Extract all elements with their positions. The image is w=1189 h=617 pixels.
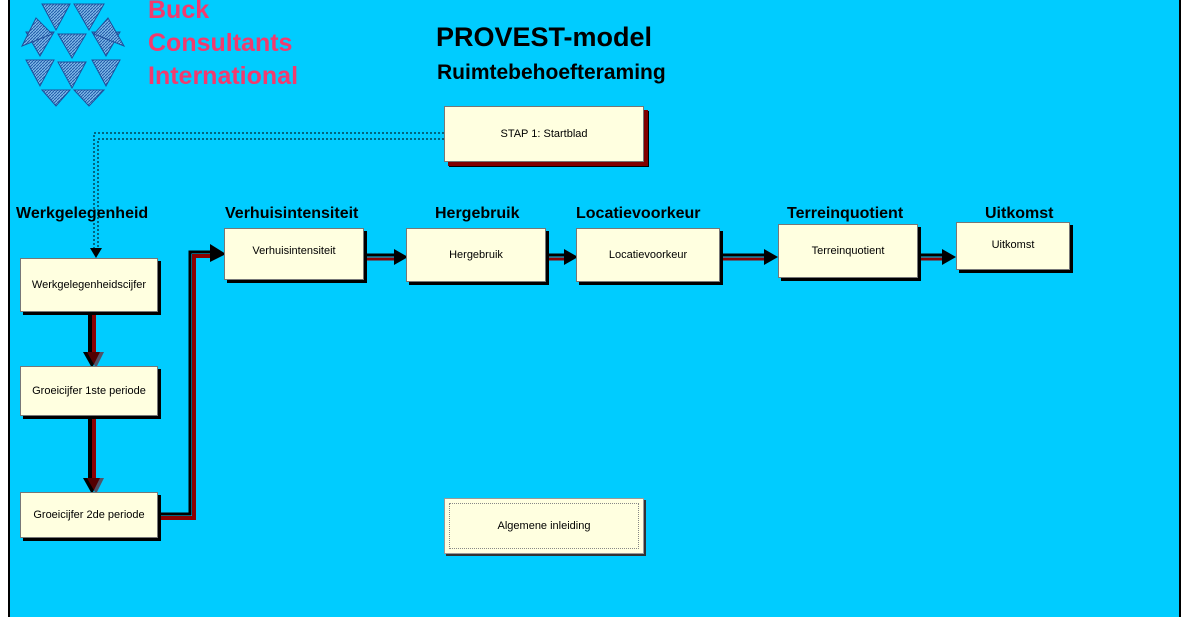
stap1-label: STAP 1: Startblad — [500, 128, 588, 140]
worksheet-canvas: Buck Consultants International PROVEST-m… — [8, 0, 1181, 617]
logo-line-international: International — [148, 62, 299, 90]
company-logo-text: Buck Consultants International — [148, 0, 298, 93]
algemene-inleiding-button[interactable]: Algemene inleiding — [444, 498, 644, 554]
groeicijfer-1ste-periode-button[interactable]: Groeicijfer 1ste periode — [20, 366, 158, 416]
heading-locatievoorkeur: Locatievoorkeur — [576, 205, 701, 222]
logo-line-buck: Buck — [148, 0, 210, 24]
logo-line-consultants: Consultants — [148, 29, 293, 57]
hergebruik-button[interactable]: Hergebruik — [406, 228, 546, 282]
werkgelegenheidscijfer-label: Werkgelegenheidscijfer — [31, 279, 147, 291]
arrow-terrein-to-uitkomst — [920, 249, 956, 265]
arrow-hergebruik-to-locatie — [546, 249, 578, 265]
heading-uitkomst: Uitkomst — [985, 205, 1054, 222]
verhuisintensiteit-label: Verhuisintensiteit — [252, 245, 336, 257]
heading-terreinquotient: Terreinquotient — [787, 205, 904, 222]
arrow-groei2-to-verhuis — [160, 250, 214, 520]
groeicijfer-2de-periode-label: Groeicijfer 2de periode — [33, 509, 145, 521]
arrow-werk-to-groei1 — [83, 312, 104, 368]
terreinquotient-button[interactable]: Terreinquotient — [778, 224, 918, 278]
uitkomst-button[interactable]: Uitkomst — [956, 222, 1070, 270]
hergebruik-label: Hergebruik — [449, 249, 503, 261]
groeicijfer-2de-periode-button[interactable]: Groeicijfer 2de periode — [20, 492, 158, 538]
heading-werkgelegenheid: Werkgelegenheid — [16, 205, 149, 222]
locatievoorkeur-button[interactable]: Locatievoorkeur — [576, 228, 720, 282]
algemene-inleiding-focus-frame: Algemene inleiding — [449, 503, 639, 549]
heading-hergebruik: Hergebruik — [435, 205, 520, 222]
arrow-locatie-to-terrein — [721, 249, 778, 265]
page-title: PROVEST-model — [436, 22, 653, 52]
werkgelegenheidscijfer-button[interactable]: Werkgelegenheidscijfer — [20, 258, 158, 312]
groeicijfer-1ste-periode-label: Groeicijfer 1ste periode — [32, 385, 146, 397]
locatievoorkeur-label: Locatievoorkeur — [608, 249, 688, 261]
uitkomst-label: Uitkomst — [991, 239, 1035, 251]
bci-logo-icon — [20, 3, 126, 107]
arrow-groei1-to-groei2 — [83, 416, 104, 494]
page-subtitle: Ruimtebehoefteraming — [437, 61, 666, 84]
heading-verhuisintensiteit: Verhuisintensiteit — [225, 205, 359, 222]
arrow-verhuis-to-hergebruik — [364, 249, 408, 265]
algemene-inleiding-label: Algemene inleiding — [497, 520, 591, 532]
terreinquotient-label: Terreinquotient — [811, 245, 885, 257]
stap1-startblad-button[interactable]: STAP 1: Startblad — [444, 106, 644, 162]
dotted-connector-arrowhead — [90, 248, 102, 258]
verhuisintensiteit-button[interactable]: Verhuisintensiteit — [224, 228, 364, 280]
